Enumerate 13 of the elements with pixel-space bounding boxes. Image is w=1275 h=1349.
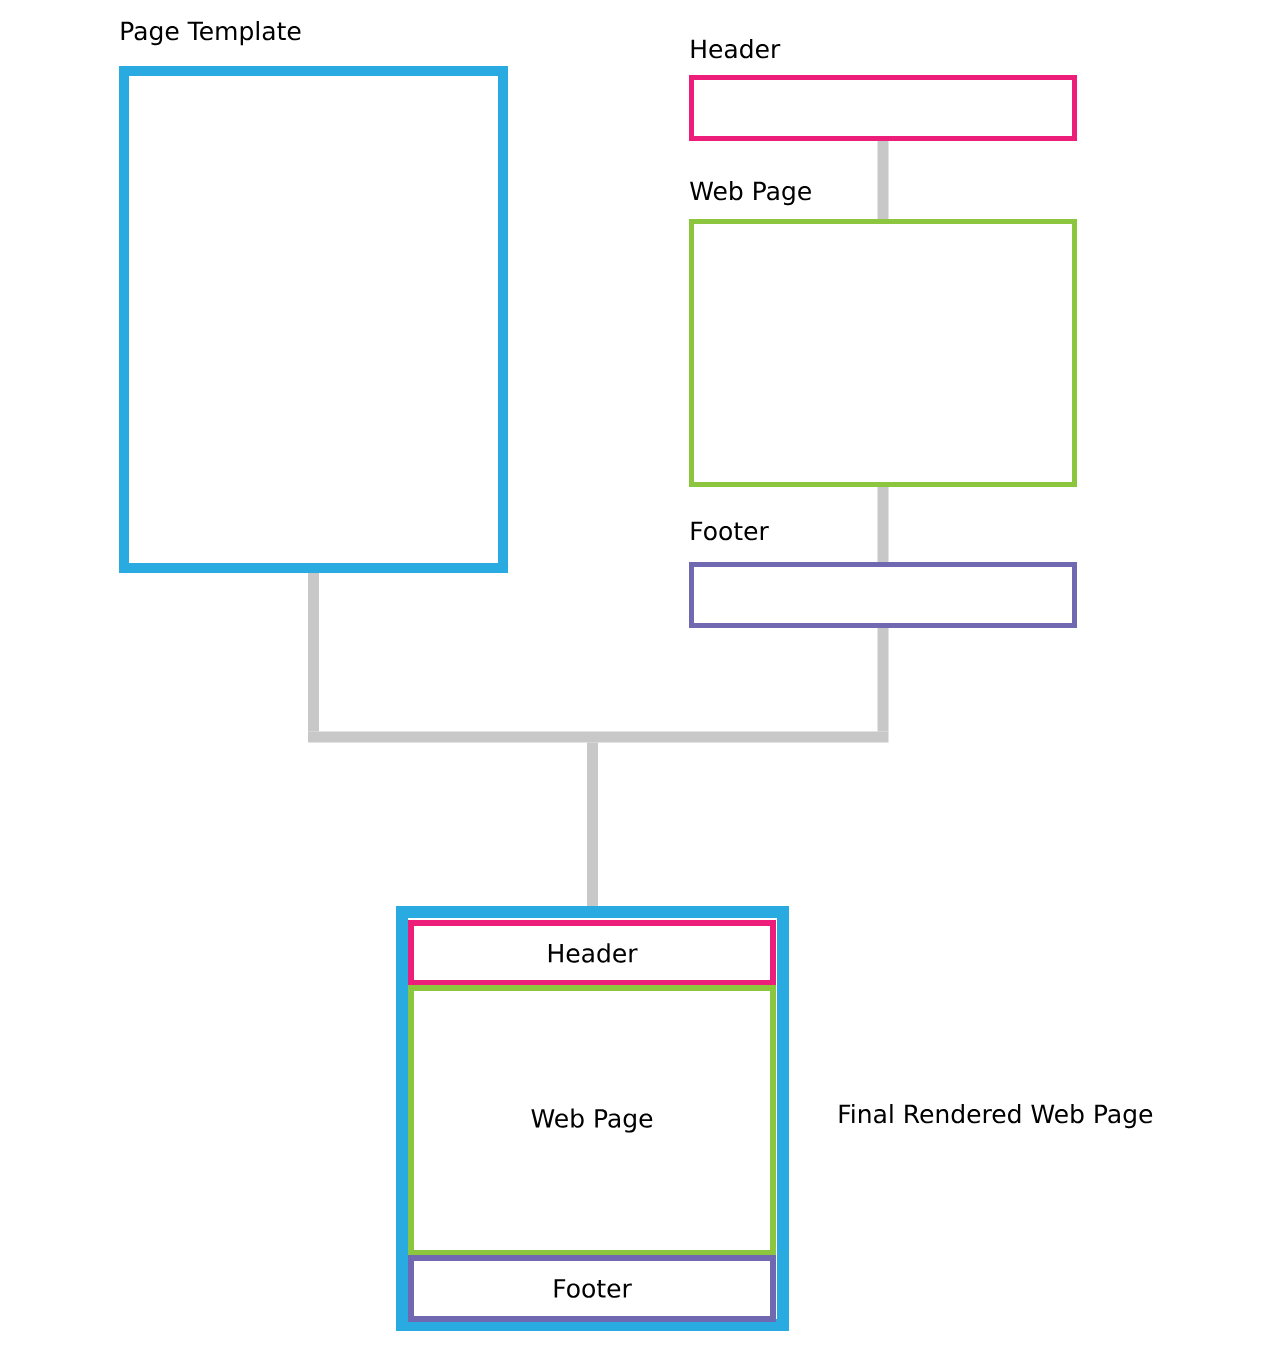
connector (308, 731, 889, 743)
box-heading: Web Page (690, 181, 811, 206)
box-heading: Footer (691, 521, 769, 541)
connector (877, 628, 889, 732)
header-box: Header (408, 920, 776, 986)
connector (877, 487, 889, 562)
connector (308, 573, 319, 732)
box-heading: Header (691, 39, 781, 59)
box-heading: Page Template (121, 21, 301, 46)
box-label: Final Rendered Web Page (839, 1104, 1153, 1129)
footer-box: Footer (408, 1255, 776, 1322)
connector (877, 141, 889, 219)
connector (587, 742, 598, 906)
